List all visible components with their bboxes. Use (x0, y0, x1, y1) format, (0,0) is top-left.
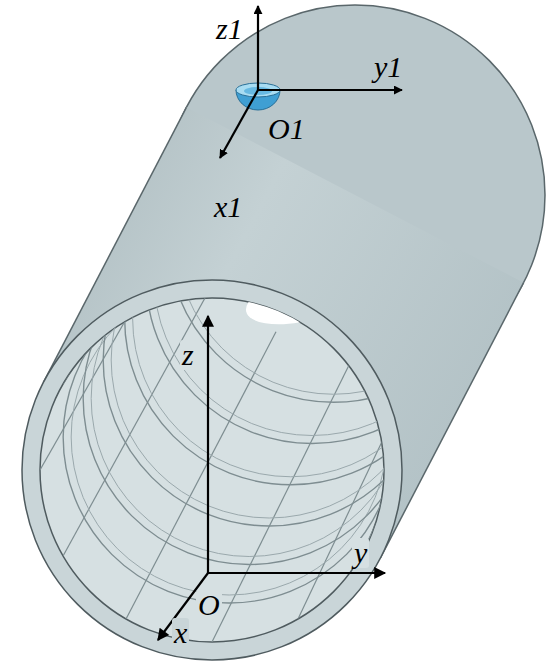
hoop-rib (133, 161, 449, 477)
hoop-rib (63, 271, 395, 603)
longitudinal-rib (298, 58, 434, 321)
interior-ribs (40, 37, 513, 642)
hoop-rib (146, 112, 478, 444)
cylinder-silhouette (381, 283, 524, 558)
axis-label: z (180, 340, 196, 370)
longitudinal-rib (212, 37, 355, 298)
longitudinal-rib (384, 195, 513, 470)
coordinate-axis (258, 89, 402, 91)
axis-label: x1 (212, 192, 244, 222)
axis-label: O1 (266, 114, 307, 144)
hoop-rib (71, 279, 387, 595)
axis-label: x (172, 618, 189, 648)
hoop-rib (103, 194, 435, 526)
axis-label: z1 (214, 14, 245, 44)
hoop-rib (176, 78, 492, 394)
longitudinal-rib (298, 332, 434, 619)
coordinate-axis (207, 316, 209, 573)
sensor-opening (242, 267, 359, 333)
longitudinal-rib (63, 116, 218, 384)
axis-label: y1 (372, 52, 404, 82)
longitudinal-rib (212, 353, 355, 642)
hoop-rib (168, 70, 500, 402)
longitudinal-rib (126, 332, 276, 619)
longitudinal-rib (361, 116, 492, 384)
axis-label: O (196, 590, 222, 620)
hoop-rib (154, 120, 470, 436)
hoop-rib (111, 202, 427, 518)
axis-label: y (352, 538, 369, 568)
hoop-rib (91, 241, 407, 557)
longitudinal-rib (126, 58, 276, 321)
coordinate-axis (208, 572, 385, 574)
coordinate-axis (257, 6, 259, 90)
hoop-rib (125, 153, 457, 485)
coordinate-axis (220, 90, 258, 158)
longitudinal-rib (361, 274, 492, 556)
